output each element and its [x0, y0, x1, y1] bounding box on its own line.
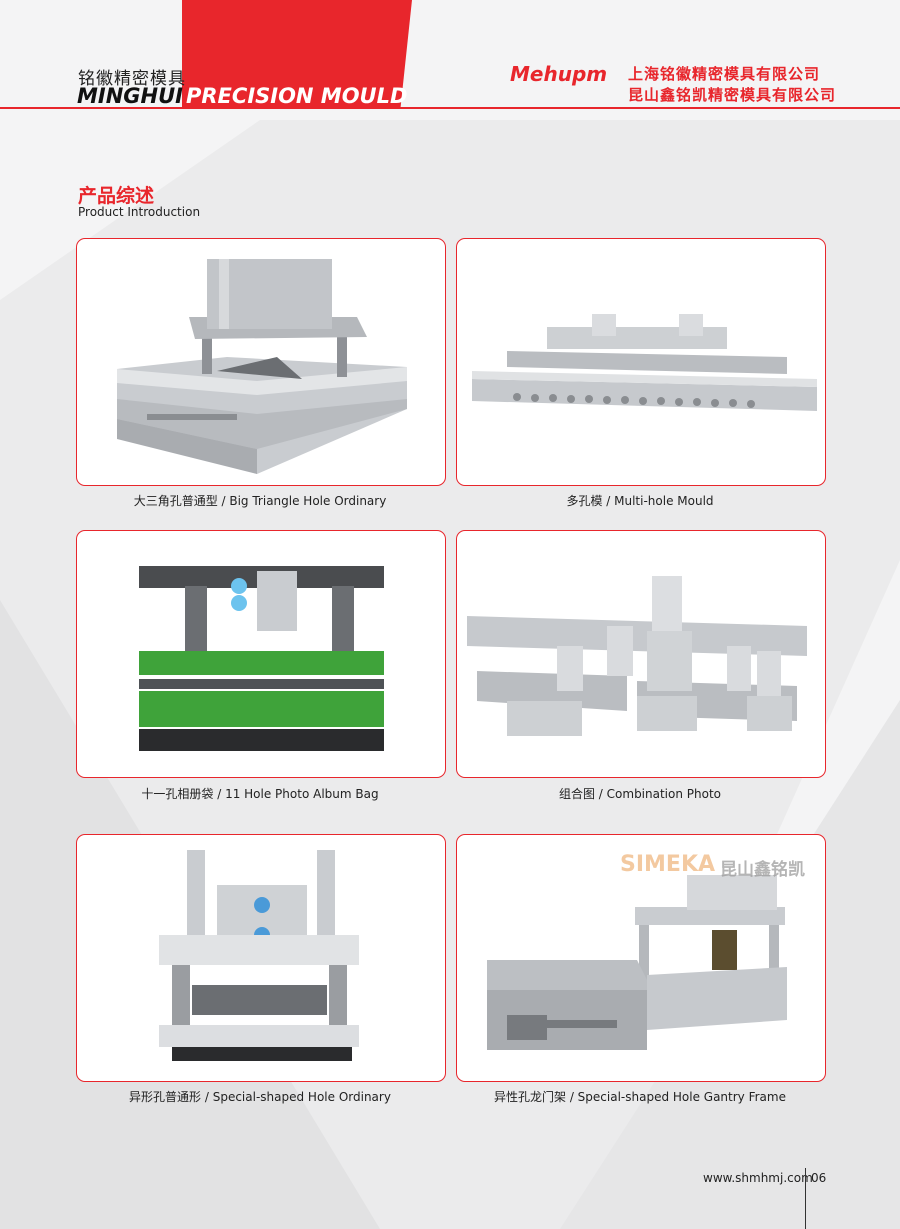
product-image-combination: [467, 576, 807, 736]
product-card-multi-hole: [456, 238, 826, 486]
company-name-2: 昆山鑫铭凯精密模具有限公司: [628, 86, 837, 104]
section-title-en: Product Introduction: [78, 205, 201, 219]
product-image-11-hole: [139, 566, 384, 751]
footer-divider: [805, 1168, 806, 1229]
simeka-watermark: SIMEKA: [620, 852, 716, 877]
product-image-gantry-frame: [487, 875, 787, 1050]
caption-combination: 组合图 / Combination Photo: [558, 787, 722, 801]
company-logo: Mehupm: [510, 62, 608, 86]
caption-11-hole: 十一孔相册袋 / 11 Hole Photo Album Bag: [141, 787, 379, 801]
page-header: 铭徽精密模具 MINGHUI PRECISION MOULD Mehupm 上海…: [0, 0, 900, 110]
brand-name-en-left: MINGHUI: [77, 84, 183, 108]
product-card-combination: [456, 530, 826, 778]
header-red-block: [182, 0, 412, 108]
section-title-cn: 产品综述: [78, 185, 155, 207]
header-divider: [0, 107, 900, 109]
footer-url: www.shmhmj.com: [703, 1171, 813, 1185]
company-name-1: 上海铭徽精密模具有限公司: [628, 65, 821, 83]
product-card-special-shaped: [76, 834, 446, 1082]
simeka-watermark-cn: 昆山鑫铭凯: [720, 860, 805, 880]
brand-name-en-right: PRECISION MOULD: [186, 84, 408, 108]
product-image-big-triangle: [117, 259, 407, 474]
caption-multi-hole: 多孔模 / Multi-hole Mould: [566, 494, 714, 508]
caption-gantry-frame: 异性孔龙门架 / Special-shaped Hole Gantry Fram…: [494, 1090, 786, 1104]
product-image-special-shaped: [159, 850, 359, 1061]
product-image-multi-hole: [472, 314, 817, 411]
product-card-11-hole: [76, 530, 446, 778]
caption-special-shaped: 异形孔普通形 / Special-shaped Hole Ordinary: [129, 1090, 391, 1104]
caption-big-triangle: 大三角孔普通型 / Big Triangle Hole Ordinary: [133, 494, 387, 508]
brand-name-cn: 铭徽精密模具: [78, 69, 186, 89]
product-card-gantry-frame: [456, 834, 826, 1082]
product-card-big-triangle: [76, 238, 446, 486]
page-number: 06: [811, 1171, 827, 1185]
